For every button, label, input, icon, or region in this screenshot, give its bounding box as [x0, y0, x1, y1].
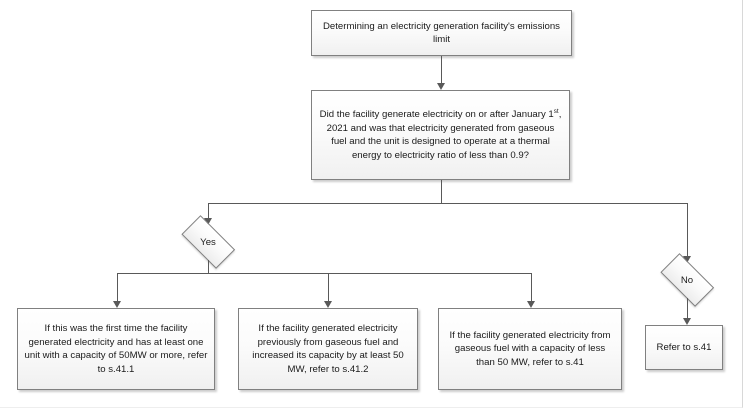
- arrowhead-outcome4: [683, 318, 691, 325]
- node-question-ordinal-suffix: st: [553, 107, 559, 115]
- node-outcome2[interactable]: If the facility generated electricity pr…: [238, 308, 418, 390]
- connector-split-bar-top: [208, 203, 688, 204]
- connector-question-stem: [441, 180, 442, 203]
- connector-to-outcome1: [117, 273, 118, 301]
- node-outcome1-label: If this was the first time the facility …: [24, 323, 208, 375]
- arrowhead-yes: [204, 218, 212, 225]
- node-outcome4-label: Refer to s.41: [656, 341, 712, 353]
- arrowhead-outcome2: [324, 301, 332, 308]
- node-start[interactable]: Determining an electricity generation fa…: [311, 10, 572, 56]
- connector-yes-stem: [208, 260, 209, 273]
- node-start-label: Determining an electricity generation fa…: [323, 20, 560, 46]
- node-question[interactable]: Did the facility generate electricity on…: [311, 90, 570, 180]
- node-question-text-b: , 2021 and was that electricity generate…: [326, 109, 562, 161]
- arrowhead-no: [683, 256, 691, 263]
- arrowhead-question: [437, 83, 445, 90]
- node-outcome3-label: If the facility generated electricity fr…: [449, 329, 611, 368]
- node-no-label: No: [680, 274, 694, 286]
- node-outcome3[interactable]: If the facility generated electricity fr…: [438, 308, 622, 390]
- arrowhead-outcome3: [527, 301, 535, 308]
- connector-no-to-outcome4: [687, 298, 688, 318]
- node-outcome2-label: If the facility generated electricity pr…: [252, 323, 404, 375]
- node-question-text-a: Did the facility generate electricity on…: [319, 109, 554, 120]
- node-outcome1[interactable]: If this was the first time the facility …: [17, 308, 215, 390]
- node-yes-label: Yes: [200, 236, 216, 248]
- node-question-label: Did the facility generate electricity on…: [318, 108, 563, 162]
- node-outcome4[interactable]: Refer to s.41: [645, 325, 723, 370]
- connector-to-no: [687, 203, 688, 256]
- connector-start-to-question: [441, 56, 442, 83]
- node-yes-decision[interactable]: Yes: [175, 215, 241, 269]
- arrowhead-outcome1: [113, 301, 121, 308]
- node-no-decision[interactable]: No: [654, 253, 720, 307]
- connector-to-outcome2: [328, 273, 329, 301]
- connector-to-outcome3: [531, 273, 532, 301]
- connector-split-bar-yes: [117, 273, 531, 274]
- connector-to-yes: [208, 203, 209, 218]
